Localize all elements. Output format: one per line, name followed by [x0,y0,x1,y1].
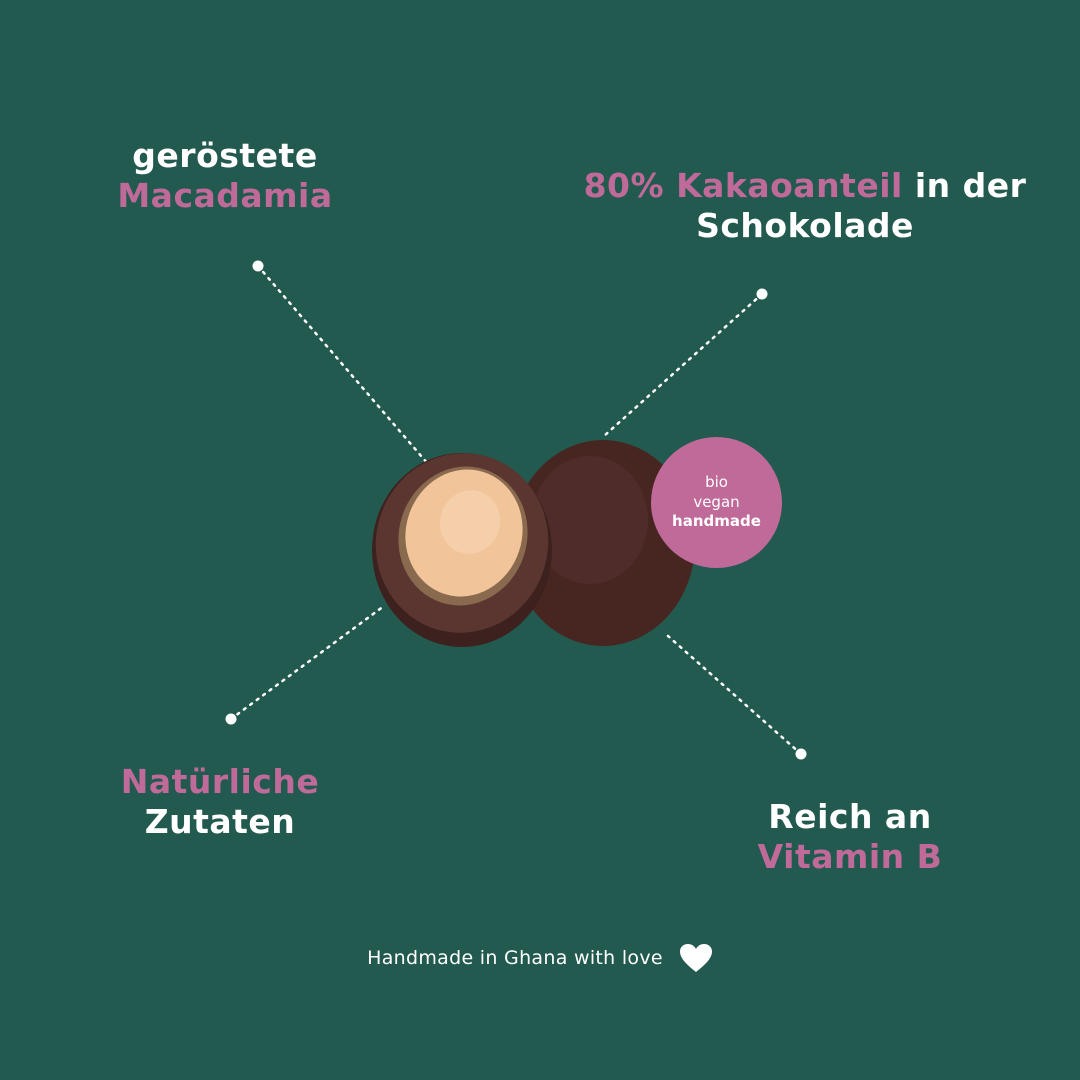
dot-top-right [756,288,768,300]
connector-bottom-left [229,604,386,721]
feature-cocoa-content: 80% Kakaoanteil in der Schokolade [560,166,1050,245]
feature-tl-line2: Macadamia [117,175,333,215]
feature-bl-line1: Natürliche [120,762,320,801]
feature-bl-line2: Zutaten [144,801,296,841]
chocolate-half-back [511,440,695,646]
badge-line-vegan: vegan [693,492,740,511]
feature-tl-line1: geröstete [132,136,318,175]
feature-natural-ingredients: Natürliche Zutaten [80,762,360,841]
feature-tr-highlight: 80% Kakaoanteil [583,166,903,205]
feature-tr-rest: in der [902,166,1027,205]
feature-br-line2: Vitamin B [757,836,943,876]
footer-tagline: Handmade in Ghana with love [0,943,1080,973]
dot-bottom-left [225,713,237,725]
heart-icon [679,944,712,972]
badge-line-bio: bio [705,473,728,492]
badge-line-handmade: handmade [672,512,761,531]
bio-vegan-badge: bio vegan handmade [651,437,782,568]
dot-top-left [252,260,264,272]
dot-bottom-right [795,748,807,760]
feature-vitamin-b: Reich an Vitamin B [710,797,990,876]
footer-text: Handmade in Ghana with love [367,947,663,969]
feature-tr-line2: Schokolade [696,205,914,245]
feature-br-line1: Reich an [768,797,932,836]
connector-bottom-right [666,634,803,756]
connector-top-right [602,292,764,438]
connector-top-left [256,264,430,466]
feature-roasted-macadamia: geröstete Macadamia [90,136,360,215]
chocolate-half-front [372,453,552,647]
